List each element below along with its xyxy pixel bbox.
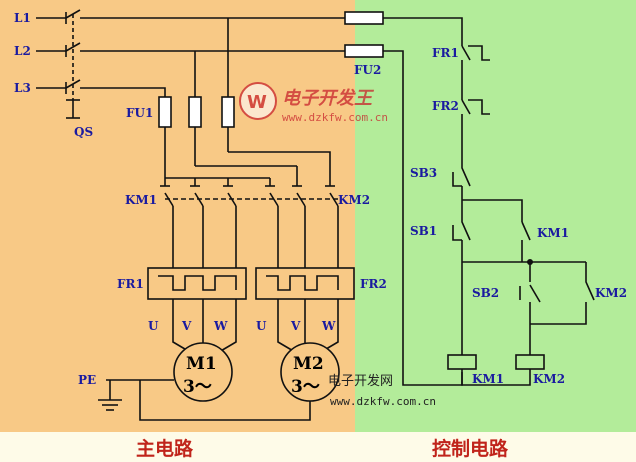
motor-1-name: M1 (186, 354, 217, 374)
motor-1-phase: 3～ (183, 377, 212, 397)
watermark-brand-url: www.dzkfw.com.cn (282, 111, 388, 124)
label-L1: L1 (14, 11, 31, 25)
label-m2-w: W (321, 319, 336, 333)
label-m1-v: V (181, 319, 192, 333)
label-m1-w: W (213, 319, 228, 333)
main-circuit-title: 主电路 (136, 437, 194, 460)
label-km2-hold: KM2 (595, 286, 627, 300)
motor-2-phase: 3～ (291, 377, 320, 397)
label-m2-v: V (290, 319, 301, 333)
label-qs: QS (74, 125, 93, 139)
main-circuit-wiring (36, 9, 355, 421)
label-L3: L3 (14, 81, 31, 95)
svg-text:W: W (247, 92, 267, 113)
label-fu2: FU2 (354, 63, 381, 77)
label-pe: PE (78, 373, 96, 387)
label-km2-main: KM2 (338, 193, 370, 207)
title-strip (0, 432, 636, 462)
watermark-brand: 电子开发王 (282, 88, 375, 109)
label-sb1: SB1 (410, 224, 437, 238)
label-km1-main: KM1 (125, 193, 157, 207)
control-circuit-panel (355, 0, 636, 432)
label-km1-hold: KM1 (537, 226, 569, 240)
label-sb3: SB3 (410, 166, 437, 180)
label-sb2: SB2 (472, 286, 499, 300)
label-km2-coil: KM2 (533, 372, 565, 386)
motor-2-name: M2 (293, 354, 324, 374)
control-circuit-title: 控制电路 (432, 437, 509, 460)
control-circuit-wiring (344, 11, 595, 386)
label-L2: L2 (14, 44, 31, 58)
label-km1-coil: KM1 (472, 372, 504, 386)
label-fr1-main: FR1 (117, 277, 144, 291)
label-fr1-ctl: FR1 (432, 46, 459, 60)
junction-dot (527, 259, 533, 265)
watermark-footer: 电子开发网 (328, 373, 393, 389)
label-m2-u: U (256, 319, 267, 333)
label-fr2-ctl: FR2 (432, 99, 459, 113)
label-fr2-main: FR2 (360, 277, 387, 291)
watermark-footer-url: www.dzkfw.com.cn (330, 395, 436, 408)
label-m1-u: U (148, 319, 159, 333)
label-fu1: FU1 (126, 106, 153, 120)
watermark-logo: W 电子开发王 www.dzkfw.com.cn (239, 82, 388, 124)
